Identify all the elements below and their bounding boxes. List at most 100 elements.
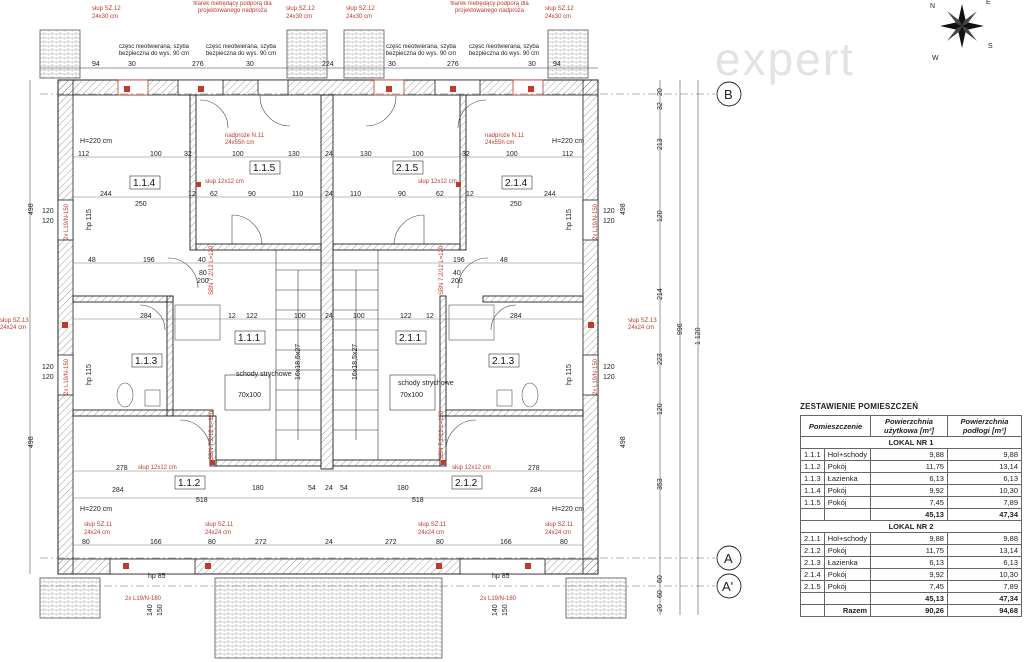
svg-text:284: 284 <box>112 487 124 494</box>
axis-a-prime-label: A' <box>722 579 733 594</box>
svg-text:196: 196 <box>143 257 155 264</box>
svg-text:284: 284 <box>510 313 522 320</box>
stairs-dim-left: 16x18,5x27 <box>295 344 302 380</box>
svg-text:110: 110 <box>350 191 361 198</box>
svg-text:250: 250 <box>510 201 522 208</box>
svg-text:N: N <box>930 3 935 10</box>
svg-text:498: 498 <box>28 203 35 215</box>
svg-text:120: 120 <box>42 218 54 225</box>
svg-text:słup SZ.11: słup SZ.11 <box>418 522 447 528</box>
svg-text:SBN 7.2/12 L=120: SBN 7.2/12 L=120 <box>209 410 215 460</box>
svg-text:nadproże N.11: nadproże N.11 <box>485 133 525 139</box>
svg-text:2x L19/N-150: 2x L19/N-150 <box>593 358 599 395</box>
svg-text:200: 200 <box>451 278 463 285</box>
svg-text:120: 120 <box>603 208 615 215</box>
svg-text:12: 12 <box>188 191 196 198</box>
svg-text:24: 24 <box>325 485 333 492</box>
svg-text:112: 112 <box>78 151 89 158</box>
svg-text:słup 12x12 cm: słup 12x12 cm <box>138 465 177 471</box>
svg-text:hp 115: hp 115 <box>86 209 93 230</box>
svg-text:słup SZ.13: słup SZ.13 <box>0 318 29 324</box>
stairs-dim-right: 16x18,5x27 <box>352 344 359 380</box>
grid-axes: B A A' <box>40 81 742 599</box>
svg-text:40: 40 <box>198 257 206 264</box>
svg-text:32: 32 <box>657 102 664 110</box>
room-label: 2.1.1 <box>399 333 422 344</box>
svg-text:110: 110 <box>292 191 303 198</box>
svg-text:48: 48 <box>88 257 96 264</box>
svg-text:słup SZ.12: słup SZ.12 <box>545 6 574 12</box>
svg-text:130: 130 <box>288 151 300 158</box>
staircase-left <box>275 249 322 461</box>
svg-text:20: 20 <box>657 88 664 96</box>
svg-text:słup 12x12 cm: słup 12x12 cm <box>418 179 457 185</box>
svg-text:244: 244 <box>544 191 556 198</box>
chimney-top-left <box>39 29 81 79</box>
room-summary-table: Pomieszczenie Powierzchnia użytkowa [m²]… <box>799 415 1023 617</box>
svg-text:30: 30 <box>128 61 136 68</box>
top-annotations: słup SZ.12 24x30 cm słup SZ.12 24x30 cm … <box>0 1 657 602</box>
attic-stairs-right <box>389 374 436 411</box>
svg-text:24x55h cm: 24x55h cm <box>225 140 254 146</box>
svg-text:24x30 cm: 24x30 cm <box>545 14 571 20</box>
svg-text:60: 60 <box>657 575 664 583</box>
svg-text:24: 24 <box>325 151 333 158</box>
svg-text:166: 166 <box>500 539 512 546</box>
svg-text:272: 272 <box>255 539 267 546</box>
svg-text:80: 80 <box>82 539 90 546</box>
svg-text:150: 150 <box>502 604 509 616</box>
svg-text:180: 180 <box>252 485 264 492</box>
svg-text:120: 120 <box>42 208 54 215</box>
svg-text:498: 498 <box>28 436 35 448</box>
svg-text:1 120: 1 120 <box>695 327 702 345</box>
svg-text:hp 115: hp 115 <box>566 364 573 385</box>
svg-text:słup SZ.11: słup SZ.11 <box>205 522 234 528</box>
chimney-bottom-left <box>39 577 101 619</box>
room-label: 1.1.4 <box>133 178 156 189</box>
svg-text:120: 120 <box>42 364 54 371</box>
svg-text:94: 94 <box>92 61 100 68</box>
svg-text:100: 100 <box>506 151 518 158</box>
svg-text:284: 284 <box>530 487 542 494</box>
svg-text:24: 24 <box>325 539 333 546</box>
chimney-bottom-right <box>565 577 627 619</box>
room-labels: 1.1.4 1.1.5 2.1.5 2.1.4 1.1.1 2.1.1 1.1.… <box>129 160 533 490</box>
attic-stairs-left <box>224 374 271 411</box>
svg-text:słup SZ.11: słup SZ.11 <box>545 522 574 528</box>
porch-bottom <box>214 577 443 659</box>
svg-text:90: 90 <box>398 191 406 198</box>
compass-icon: N S W E <box>930 0 993 62</box>
inner-walls <box>72 94 584 470</box>
svg-text:24x24 cm: 24x24 cm <box>84 530 110 536</box>
attic-stairs-dim-right: 70x100 <box>400 392 423 399</box>
svg-text:100: 100 <box>353 313 365 320</box>
svg-text:nadproże N.11: nadproże N.11 <box>225 133 265 139</box>
svg-text:120: 120 <box>603 364 615 371</box>
svg-text:24x24 cm: 24x24 cm <box>628 325 654 331</box>
svg-text:24x55h cm: 24x55h cm <box>485 140 514 146</box>
svg-text:100: 100 <box>412 151 424 158</box>
svg-text:80: 80 <box>208 539 216 546</box>
svg-text:54: 54 <box>308 485 316 492</box>
dimension-left: 498 498 120 120 120 120 120 120 120 120 … <box>28 80 627 574</box>
svg-text:S: S <box>988 43 993 50</box>
chimney-top-center-right <box>343 29 385 79</box>
svg-text:120: 120 <box>603 374 615 381</box>
svg-text:30: 30 <box>246 61 254 68</box>
svg-text:94: 94 <box>553 61 561 68</box>
svg-text:272: 272 <box>385 539 397 546</box>
svg-text:120: 120 <box>42 374 54 381</box>
attic-stairs-label-right: schody strychowe <box>398 380 454 387</box>
svg-text:24x24 cm: 24x24 cm <box>0 325 26 331</box>
axis-a-label: A <box>724 551 733 566</box>
staircase-right <box>332 249 379 461</box>
